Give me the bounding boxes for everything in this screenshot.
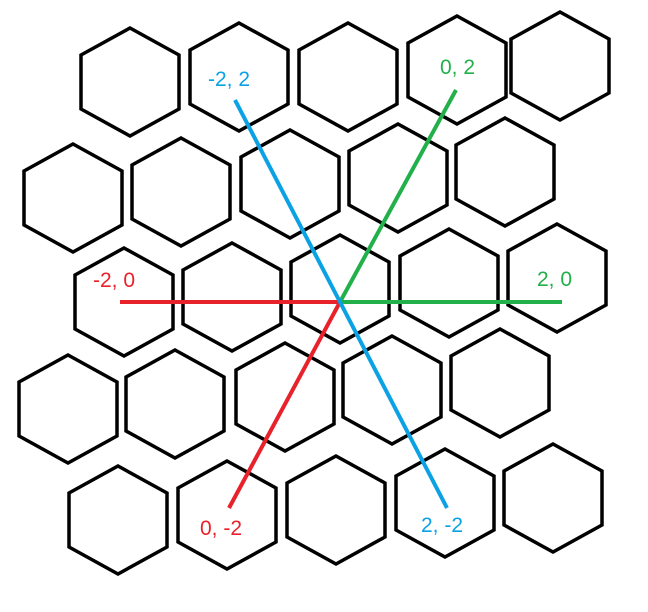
hex-tile xyxy=(181,241,283,353)
hex-tile xyxy=(506,222,608,334)
hex-tile xyxy=(22,142,124,254)
coordinate-axes xyxy=(120,89,562,509)
hex-tile xyxy=(454,116,556,228)
hex-tile xyxy=(297,21,399,133)
axis-line-2-neg2 xyxy=(338,301,449,509)
axis-label-0-2: 0, 2 xyxy=(440,56,475,79)
hex-tile xyxy=(341,334,443,446)
hex-tile xyxy=(73,246,175,358)
hex-tile xyxy=(398,227,500,339)
hex-tile xyxy=(289,233,391,345)
axis-label-neg2-0: -2, 0 xyxy=(93,269,135,292)
hex-tile xyxy=(406,14,508,126)
hex-tile xyxy=(509,10,611,122)
axis-label-2-0: 2, 0 xyxy=(537,268,572,291)
hex-tile xyxy=(124,348,226,460)
axis-line-0-2 xyxy=(338,89,458,303)
hex-tile xyxy=(130,136,232,248)
hex-tile xyxy=(234,341,336,453)
axis-label-neg2-2: -2, 2 xyxy=(208,68,250,91)
hex-tile xyxy=(67,464,169,576)
hex-tile xyxy=(394,447,496,559)
hex-tile xyxy=(449,327,551,439)
axis-label-2-neg2: 2, -2 xyxy=(421,514,463,537)
hexagon-grid xyxy=(17,10,611,576)
hex-tile xyxy=(17,353,119,465)
hex-tile xyxy=(502,442,604,554)
axis-line-0-neg2 xyxy=(227,301,342,509)
axis-line-neg2-2 xyxy=(233,99,342,303)
axis-labels: -2, 0 0, -2 2, 0 0, 2 -2, 2 2, -2 xyxy=(93,56,572,540)
hex-tile xyxy=(347,122,449,234)
axis-label-0-neg2: 0, -2 xyxy=(200,517,242,540)
hex-tile xyxy=(176,459,278,571)
hex-tile xyxy=(188,21,290,133)
hex-tile xyxy=(285,454,387,566)
hex-tile xyxy=(79,26,181,138)
hex-tile xyxy=(239,128,341,240)
